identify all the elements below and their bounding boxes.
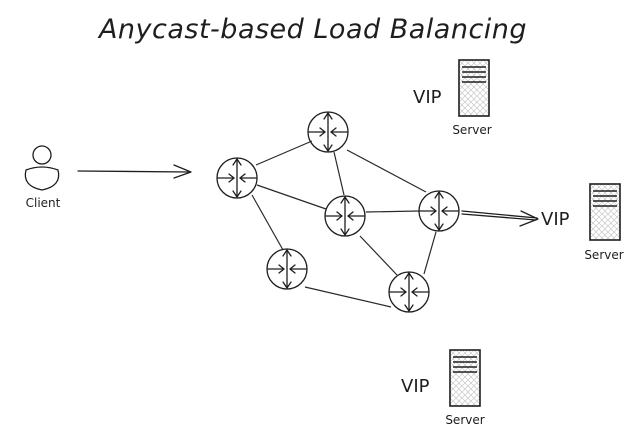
server-icon — [458, 59, 490, 117]
link-r2-r3 — [333, 151, 345, 196]
link-r3-r4 — [365, 210, 420, 213]
server-label: Server — [452, 123, 491, 137]
link-r1-r5 — [251, 194, 284, 251]
vip-label: VIP — [401, 376, 430, 397]
router-icon — [307, 111, 349, 153]
router-icon — [216, 157, 258, 199]
link-r1-r2 — [255, 140, 313, 166]
network-links — [251, 140, 437, 308]
network-to-server-arrow — [461, 210, 539, 227]
server-right: VIP Server — [541, 183, 624, 262]
diagram-title: Anycast-based Load Balancing — [97, 14, 527, 45]
vip-label: VIP — [413, 87, 442, 108]
server-label: Server — [584, 248, 623, 262]
link-r5-r6 — [304, 286, 392, 308]
server-label: Server — [445, 413, 484, 427]
vip-label: VIP — [541, 209, 570, 230]
link-r4-r6 — [423, 231, 437, 275]
router-icon — [418, 190, 460, 232]
server-icon — [449, 349, 481, 407]
router-icon — [324, 195, 366, 237]
link-r2-r4 — [346, 149, 427, 193]
person-icon — [24, 145, 60, 191]
link-r1-r3 — [256, 184, 327, 210]
link-r3-r6 — [359, 235, 398, 276]
server-bottom: VIP Server — [401, 349, 485, 427]
client-label: Client — [26, 196, 61, 210]
server-top: VIP Server — [413, 59, 492, 137]
router-icon — [266, 248, 308, 290]
client-node: Client — [24, 145, 61, 210]
server-icon — [589, 183, 621, 241]
router-icon — [388, 271, 430, 313]
client-to-network-arrow — [77, 164, 192, 179]
